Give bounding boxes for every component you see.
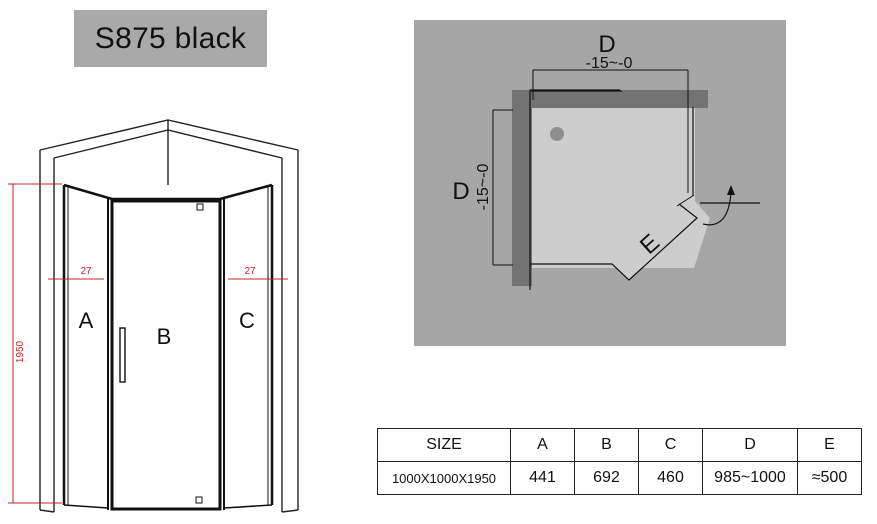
- cell-size: 1000X1000X1950: [377, 461, 511, 495]
- header-size: SIZE: [377, 428, 511, 462]
- cell-e: ≈500: [797, 461, 862, 495]
- door-handle: [119, 327, 126, 383]
- height-label: 1950: [15, 340, 26, 363]
- right-offset-label: 27: [244, 266, 256, 277]
- corner-walls: [39, 119, 299, 513]
- diagonal-dimension: [676, 194, 695, 207]
- panel-c-label: C: [239, 308, 255, 333]
- side-dimension: [492, 109, 513, 266]
- top-dimension: [532, 69, 689, 193]
- shower-tray: [530, 107, 710, 280]
- header-e: E: [797, 428, 862, 462]
- side-wall-shadow: [512, 90, 532, 286]
- enclosure-outline: [529, 89, 698, 290]
- drain-icon: [550, 127, 564, 141]
- table-row: 1000X1000X1950 441 692 460 985~1000 ≈500: [377, 461, 862, 495]
- top-dim-label: D: [598, 31, 615, 58]
- curved-arrow-icon: [727, 185, 735, 195]
- cell-a: 441: [510, 461, 575, 495]
- header-c: C: [638, 428, 703, 462]
- side-range-label: -15~-0: [475, 164, 492, 211]
- shower-enclosure: [62, 183, 274, 511]
- height-dimension: [8, 183, 62, 504]
- header-d: D: [702, 428, 798, 462]
- door-swing-arrow: [700, 185, 760, 226]
- product-title: S875 black: [74, 10, 267, 67]
- panel-b-label: B: [157, 324, 172, 349]
- left-offset-label: 27: [80, 266, 92, 277]
- product-title-text: S875 black: [94, 21, 247, 55]
- specification-table: SIZE A B C D E 1000X1000X1950 441 692 46…: [377, 428, 862, 495]
- back-wall-shadow: [512, 90, 708, 108]
- top-range-label: -15~-0: [586, 55, 633, 72]
- panel-a-label: A: [79, 308, 94, 333]
- cell-c: 460: [638, 461, 703, 495]
- cell-b: 692: [574, 461, 639, 495]
- header-b: B: [574, 428, 639, 462]
- cell-d: 985~1000: [702, 461, 798, 495]
- side-dim-label: D: [452, 178, 469, 205]
- table-header-row: SIZE A B C D E: [377, 428, 862, 462]
- header-a: A: [510, 428, 575, 462]
